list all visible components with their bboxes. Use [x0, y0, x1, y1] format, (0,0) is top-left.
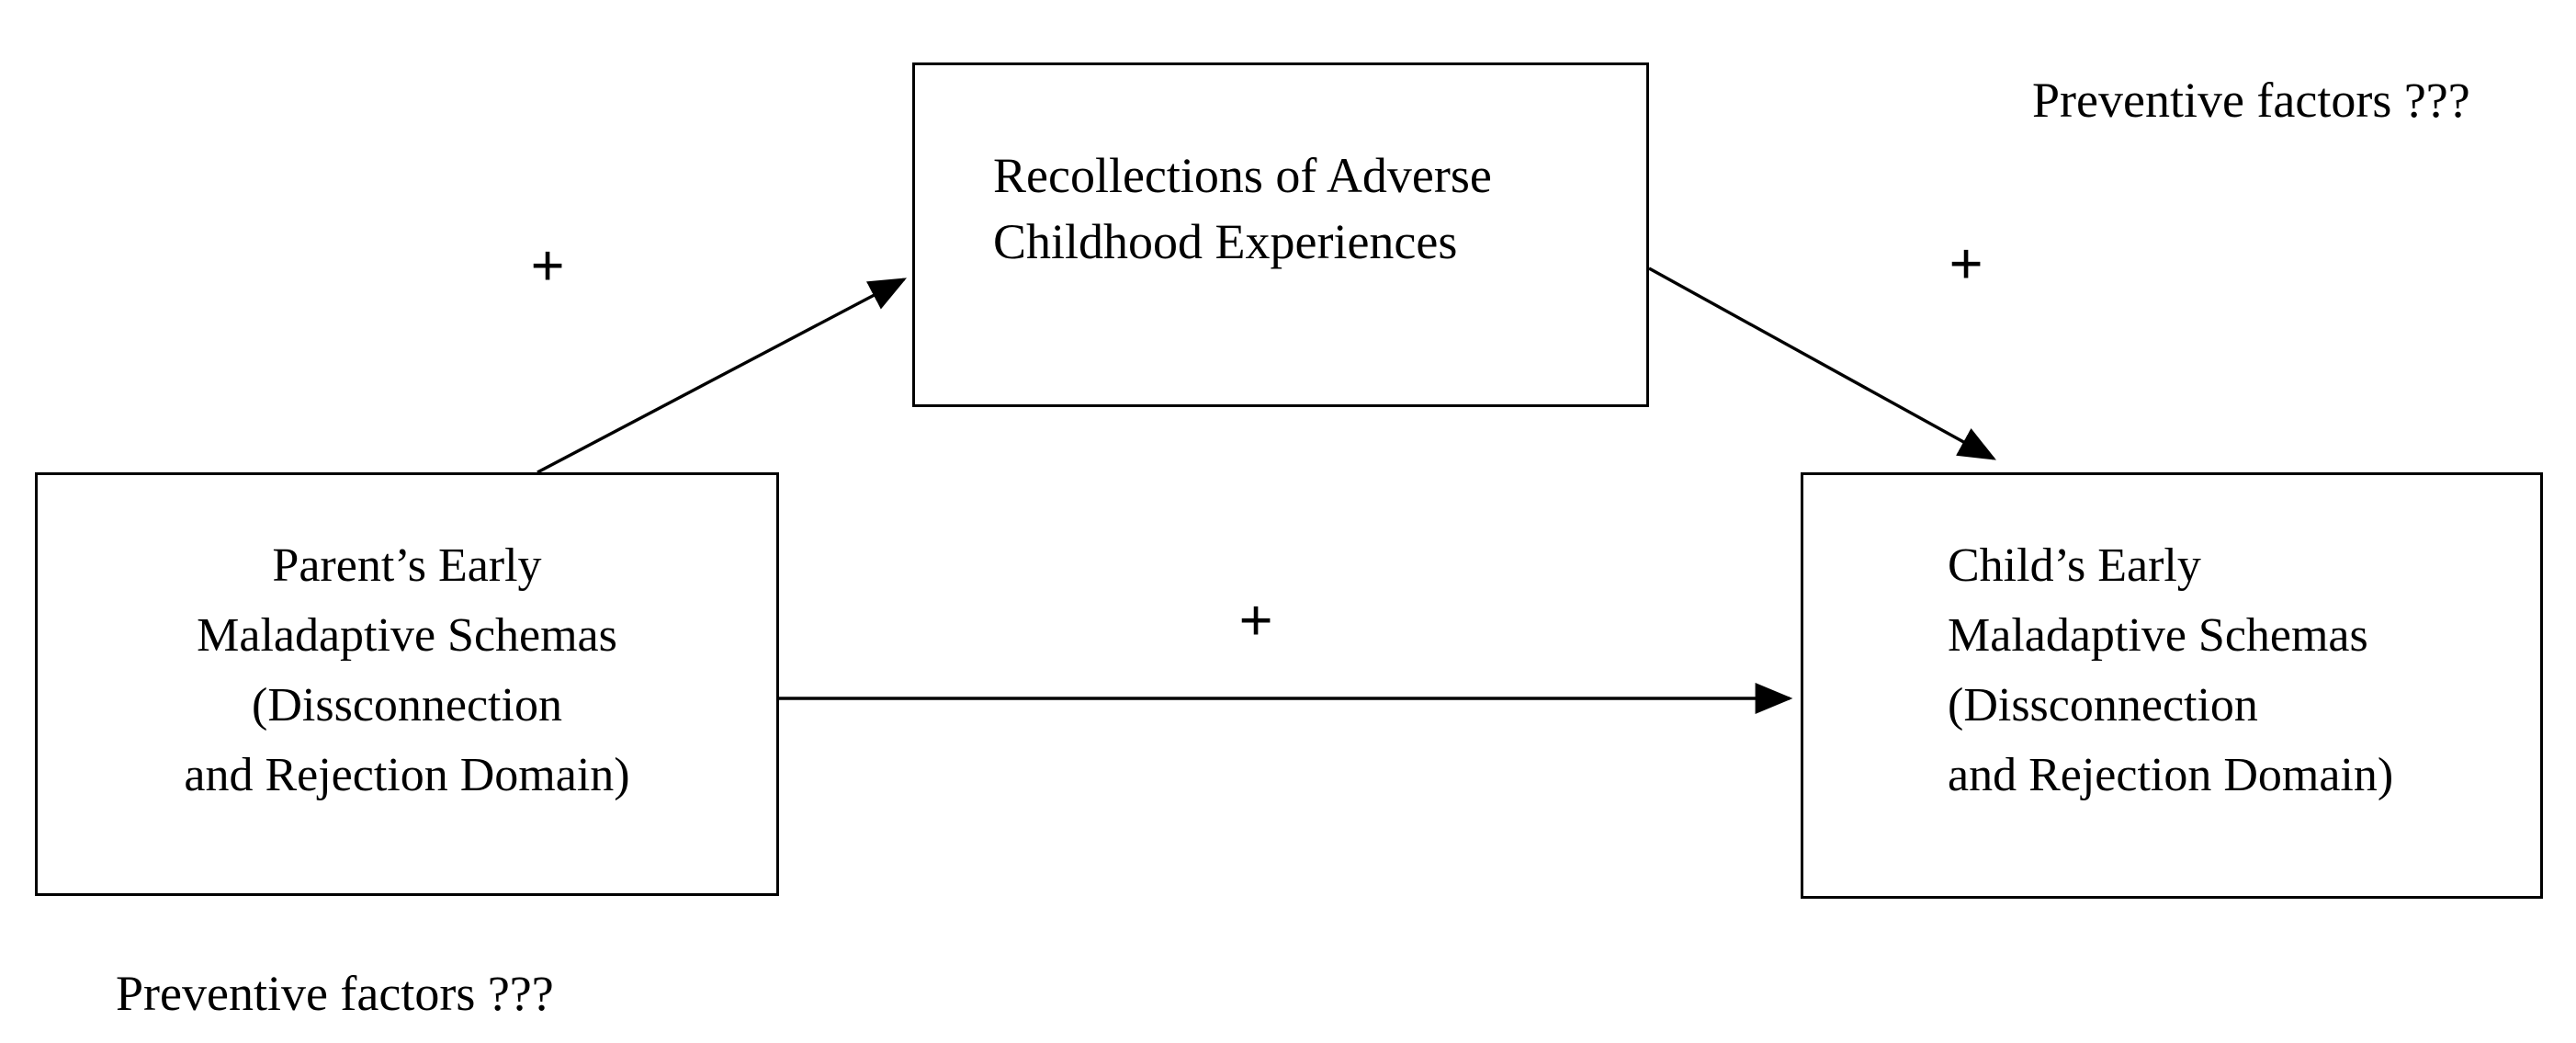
node-text-line: Parent’s Early: [272, 539, 542, 592]
node-recollections-of-aces: Recollections of Adverse Childhood Exper…: [912, 62, 1649, 407]
node-text-line: Childhood Experiences: [993, 214, 1458, 269]
edge-label-plus-recollections-to-child: +: [1949, 231, 1983, 298]
node-parent-early-maladaptive-schemas: Parent’s Early Maladaptive Schemas (Diss…: [35, 472, 779, 896]
edge-label-plus-parent-to-recollections: +: [530, 232, 565, 300]
node-text-line: (Dissconnection: [1948, 679, 2258, 731]
node-child-early-maladaptive-schemas: Child’s Early Maladaptive Schemas (Dissc…: [1801, 472, 2543, 899]
node-text-line: Maladaptive Schemas: [1948, 609, 2368, 662]
node-text-line: and Rejection Domain): [1948, 749, 2394, 801]
edge-label-plus-parent-to-child: +: [1238, 587, 1273, 654]
node-text-line: Maladaptive Schemas: [197, 609, 617, 662]
annotation-preventive-factors-bottom-left: Preventive factors ???: [116, 966, 554, 1021]
annotation-preventive-factors-top-right: Preventive factors ???: [2032, 73, 2470, 128]
arrow-parent-to-recollections: [537, 278, 908, 474]
node-text-block: Recollections of Adverse Childhood Exper…: [915, 142, 1646, 275]
node-text-line: Recollections of Adverse: [993, 148, 1492, 203]
node-text-line: and Rejection Domain): [184, 749, 630, 801]
node-text-line: (Dissconnection: [252, 679, 562, 731]
node-text-line: Child’s Early: [1948, 539, 2201, 592]
node-text-block: Parent’s Early Maladaptive Schemas (Diss…: [38, 531, 776, 811]
arrow-recollections-to-child: [1648, 266, 1996, 460]
node-text-block: Child’s Early Maladaptive Schemas (Dissc…: [1803, 531, 2540, 811]
